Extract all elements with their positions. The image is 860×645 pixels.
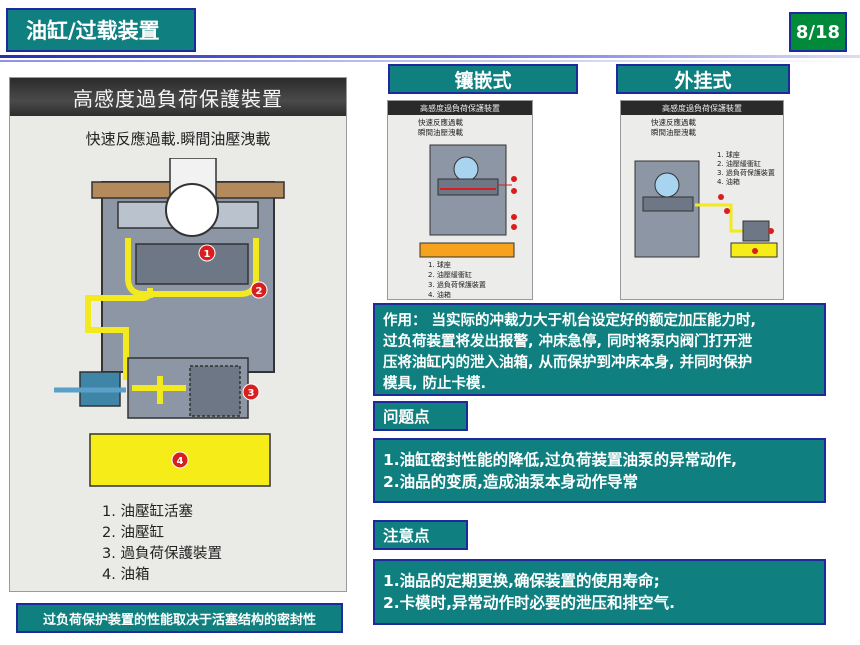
role-line-3: 压将油缸内的泄入油箱, 从而保护到冲床本身, 并同时保护 (383, 355, 753, 371)
role-line-4: 模具, 防止卡模. (383, 376, 487, 392)
embedded-diagram-title: 高感度過負荷保護裝置 (388, 101, 532, 115)
problem-line-1: 1.油缸密封性能的降低,过负荷装置油泵的异常动作, (383, 451, 737, 469)
external-type-label: 外挂式 (616, 64, 790, 94)
problems-content: 1.油缸密封性能的降低,过负荷装置油泵的异常动作, 2.油品的变质,造成油泵本身… (373, 438, 826, 503)
problem-line-2: 2.油品的变质,造成油泵本身动作导常 (383, 473, 639, 491)
external-legend-1: 1. 球座 (717, 151, 740, 159)
note-line-2: 2.卡模时,异常动作时必要的泄压和排空气. (383, 594, 675, 612)
embedded-legend-4: 4. 油箱 (428, 291, 451, 299)
caption-box: 过负荷保护装置的性能取决于活塞结构的密封性 (16, 603, 343, 633)
main-marker-3: 3 (248, 388, 255, 399)
embedded-diagram-panel: 高感度過負荷保護裝置 快速反應過載 瞬間油壓洩載 1. 球座 2. 油壓緩衝缸 … (387, 100, 533, 300)
embedded-type-label: 镶嵌式 (388, 64, 578, 94)
main-diagram-subtitle: 快速反應過載.瞬間油壓洩載 (85, 130, 271, 148)
embedded-legend-2: 2. 油壓緩衝缸 (428, 271, 472, 279)
page-number: 8/18 (789, 12, 847, 52)
main-marker-4: 4 (177, 456, 184, 467)
external-diagram-illustration (634, 160, 778, 258)
note-line-1: 1.油品的定期更换,确保装置的使用寿命; (383, 572, 660, 590)
main-marker-1: 1 (204, 249, 211, 260)
main-marker-2: 2 (256, 286, 263, 297)
header-divider-secondary (0, 60, 860, 62)
notes-content: 1.油品的定期更换,确保装置的使用寿命; 2.卡模时,异常动作时必要的泄压和排空… (373, 559, 826, 625)
problems-label: 问题点 (373, 401, 468, 431)
external-legend-2: 2. 油壓緩衝缸 (717, 160, 761, 168)
main-diagram-illustration: 1 2 3 4 (54, 158, 285, 487)
role-line-2: 过负荷装置将发出报警, 冲床急停, 同时将泵内阀门打开泄 (383, 334, 753, 350)
notes-label: 注意点 (373, 520, 468, 550)
external-diagram-title: 高感度過負荷保護裝置 (621, 101, 783, 115)
main-legend-3: 3. 過負荷保護裝置 (102, 546, 222, 562)
embedded-diagram-subtitle-1: 快速反應過載 (418, 118, 463, 127)
header-divider (0, 55, 860, 58)
external-legend-4: 4. 油箱 (717, 178, 740, 186)
role-description: 作用： 当实际的冲裁力大于机台设定好的额定加压能力时, 过负荷装置将发出报警, … (373, 303, 826, 396)
main-legend-1: 1. 油壓缸活塞 (102, 504, 193, 520)
main-legend-2: 2. 油壓缸 (102, 525, 164, 541)
embedded-legend-1: 1. 球座 (428, 261, 451, 269)
main-diagram-title: 高感度過負荷保護裝置 (10, 78, 346, 116)
external-legend-3: 3. 過負荷保護裝置 (717, 169, 775, 177)
external-diagram-panel: 高感度過負荷保護裝置 快速反應過載 瞬間油壓洩載 1. 球座 2. 油壓緩衝缸 … (620, 100, 784, 300)
slide-title: 油缸/过载装置 (6, 8, 196, 52)
main-diagram-panel: 高感度過負荷保護裝置 快速反應過載.瞬間油壓洩載 1 2 3 4 1. 油壓缸活… (9, 77, 347, 592)
embedded-diagram-subtitle-2: 瞬間油壓洩載 (418, 128, 463, 137)
external-diagram-subtitle-2: 瞬間油壓洩載 (651, 128, 696, 137)
embedded-diagram-illustration (419, 144, 517, 258)
external-diagram-subtitle-1: 快速反應過載 (651, 118, 696, 127)
embedded-legend-3: 3. 過負荷保護裝置 (428, 281, 486, 289)
role-line-1: 作用： 当实际的冲裁力大于机台设定好的额定加压能力时, (383, 313, 757, 329)
main-legend-4: 4. 油箱 (102, 567, 150, 583)
